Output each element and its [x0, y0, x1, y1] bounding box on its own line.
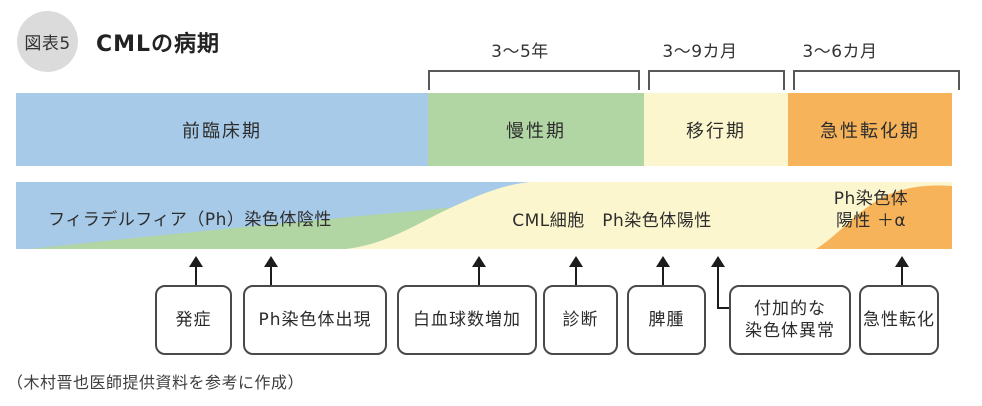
status-band-waves	[16, 182, 952, 249]
arrow-additional-abnormality-stem	[717, 266, 719, 309]
event-box-blast-crisis: 急性転化	[859, 285, 939, 355]
bracket-chronic	[428, 70, 640, 90]
arrow-blast-crisis-stem	[901, 266, 903, 285]
duration-chronic: 3～5年	[491, 42, 549, 62]
event-wbc-increase-label: 白血球数増加	[413, 310, 521, 330]
event-blast-crisis-label: 急性転化	[863, 310, 935, 330]
event-box-wbc-increase: 白血球数増加	[397, 285, 537, 355]
event-box-onset: 発症	[155, 285, 232, 355]
event-box-splenomegaly: 脾腫	[627, 285, 706, 355]
arrow-onset-stem	[195, 266, 197, 285]
bracket-accelerated	[648, 70, 785, 90]
arrow-additional-abnormality-icon	[711, 256, 725, 267]
arrow-diagnosis-stem	[575, 266, 577, 285]
event-onset-label: 発症	[175, 310, 212, 330]
event-splenomegaly-label: 脾腫	[648, 310, 685, 330]
phase-preclinical: 前臨床期	[16, 93, 428, 166]
arrow-onset-icon	[189, 256, 203, 267]
phase-bar: 前臨床期 慢性期 移行期 急性転化期	[16, 93, 952, 166]
arrow-additional-abnormality-elbow	[717, 307, 730, 309]
source-note: （木村晋也医師提供資料を参考に作成）	[7, 373, 305, 392]
arrow-ph-appearance-stem	[270, 266, 272, 285]
duration-blast: 3～6カ月	[802, 42, 878, 62]
phase-chronic-label: 慢性期	[506, 120, 566, 142]
event-box-ph-appearance: Ph染色体出現	[243, 285, 387, 355]
arrow-ph-appearance-icon	[264, 256, 278, 267]
ph-positive-label: CML細胞 Ph染色体陽性	[512, 211, 712, 231]
event-box-additional-abnormality: 付加的な 染色体異常	[729, 285, 851, 355]
arrow-wbc-increase-icon	[472, 256, 486, 267]
figure-number-badge: 図表5	[17, 11, 78, 72]
phase-blast-label: 急性転化期	[820, 120, 920, 142]
figure-number: 図表5	[24, 34, 71, 54]
arrow-diagnosis-icon	[569, 256, 583, 267]
arrow-wbc-increase-stem	[478, 266, 480, 285]
duration-accelerated: 3～9カ月	[662, 42, 738, 62]
phase-accelerated: 移行期	[644, 93, 788, 166]
bracket-blast	[793, 70, 960, 90]
event-ph-appearance-label: Ph染色体出現	[258, 310, 372, 330]
chromosome-status-band: フィラデルフィア（Ph）染色体陰性 CML細胞 Ph染色体陽性 Ph染色体 陽性…	[16, 182, 952, 249]
phase-chronic: 慢性期	[428, 93, 644, 166]
arrow-splenomegaly-stem	[662, 266, 664, 285]
arrow-splenomegaly-icon	[656, 256, 670, 267]
arrow-blast-crisis-icon	[895, 256, 909, 267]
ph-positive-alpha-line2: 陽性 ＋α	[835, 211, 907, 231]
figure-title: CMLの病期	[96, 32, 221, 57]
event-diagnosis-label: 診断	[562, 310, 599, 330]
event-box-diagnosis: 診断	[543, 285, 618, 355]
ph-positive-alpha-label: Ph染色体 陽性 ＋α	[810, 188, 932, 232]
ph-positive-alpha-line1: Ph染色体	[833, 189, 909, 209]
phase-accelerated-label: 移行期	[686, 120, 746, 142]
wave-orange	[816, 185, 952, 249]
phase-preclinical-label: 前臨床期	[182, 120, 262, 142]
event-additional-abnormality-line2: 染色体異常	[745, 321, 835, 341]
wave-yellow	[346, 182, 952, 249]
ph-negative-label: フィラデルフィア（Ph）染色体陰性	[48, 210, 332, 230]
event-additional-abnormality-line1: 付加的な	[754, 299, 826, 319]
phase-blast: 急性転化期	[788, 93, 952, 166]
